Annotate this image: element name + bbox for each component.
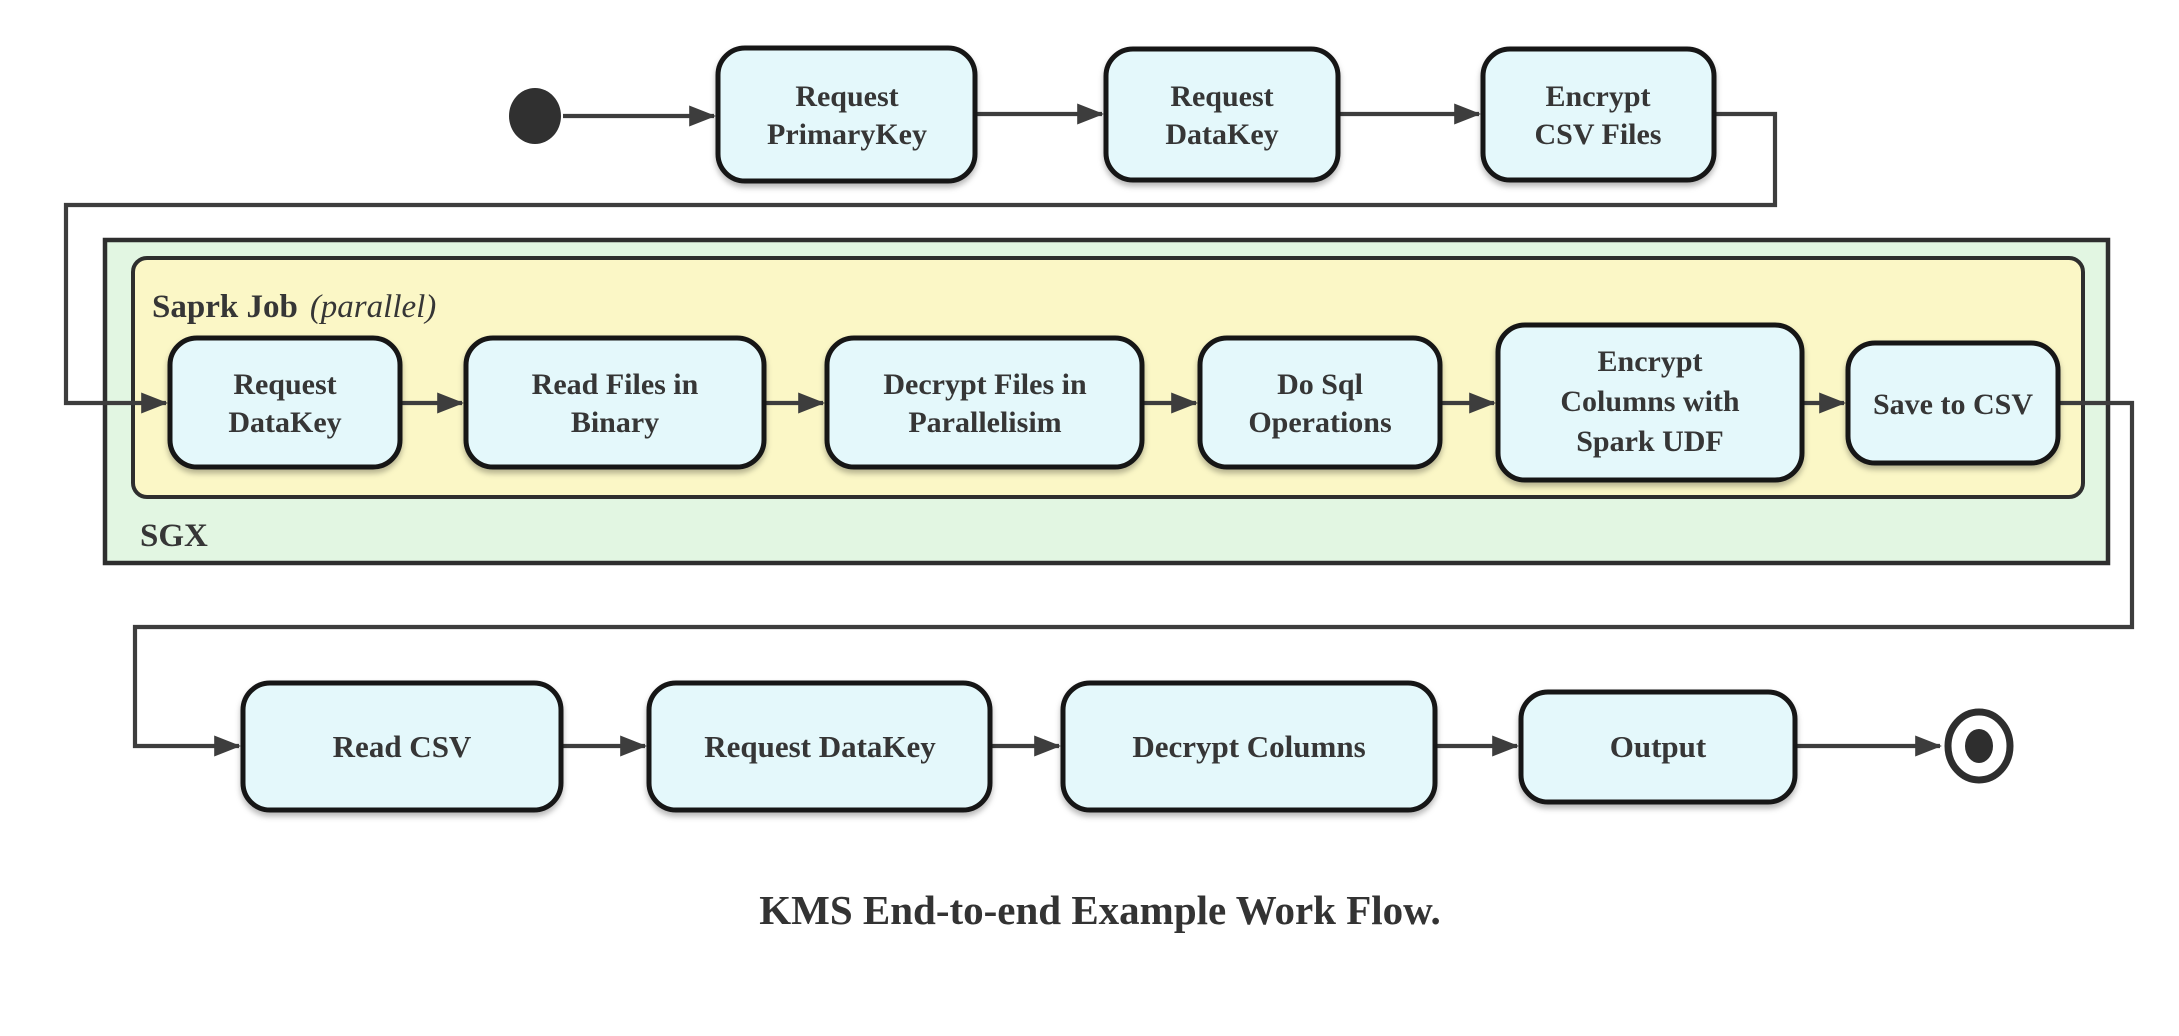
node-do-sql-operations-rect (1197, 335, 1443, 470)
node-save-to-csv: Save to CSV (1845, 340, 2061, 466)
node-encrypt-csv-files-line2: CSV Files (1535, 118, 1662, 151)
node-decrypt-columns-line1: Decrypt Columns (1132, 729, 1365, 764)
container-spark-job-title: Saprk Job (152, 289, 298, 325)
node-request-datakey-top-rect (1103, 46, 1341, 183)
node-request-datakey-sgx-line1: Request (233, 368, 336, 401)
container-spark-job-label: Saprk Job (parallel) (152, 289, 436, 325)
node-encrypt-csv-files-line1: Encrypt (1546, 80, 1651, 113)
start-state-icon (509, 88, 561, 144)
node-do-sql-operations-line2: Operations (1248, 406, 1391, 439)
node-read-files-in-binary: Read Files in Binary (463, 335, 767, 470)
node-output-line1: Output (1610, 729, 1707, 764)
node-encrypt-columns-with-spark-udf-line1: Encrypt (1598, 345, 1703, 378)
diagram-caption: KMS End-to-end Example Work Flow. (759, 887, 1441, 933)
node-encrypt-columns-with-spark-udf: Encrypt Columns with Spark UDF (1495, 322, 1805, 483)
node-decrypt-columns-rect (1060, 680, 1438, 813)
end-state-inner-dot (1965, 729, 1993, 763)
node-encrypt-columns-with-spark-udf-line3: Spark UDF (1576, 425, 1724, 458)
node-read-files-in-binary-rect (463, 335, 767, 470)
node-request-primarykey-rect (715, 45, 978, 184)
node-read-files-in-binary-line2: Binary (571, 406, 659, 439)
node-read-csv: Read CSV (240, 680, 564, 813)
node-decrypt-files-in-parallelisim-line1: Decrypt Files in (883, 368, 1087, 401)
node-request-datakey-client-rect (646, 680, 993, 813)
edge-encrypt-csv-to-sgx-request-datakey (63, 111, 1778, 414)
node-save-to-csv-line1: Save to CSV (1873, 388, 2033, 421)
node-read-csv-rect (240, 680, 564, 813)
node-decrypt-files-in-parallelisim-rect (824, 335, 1145, 470)
container-spark-job-qualifier: (parallel) (310, 289, 436, 325)
node-read-files-in-binary-line1: Read Files in (532, 368, 699, 401)
node-encrypt-csv-files: Encrypt CSV Files (1480, 46, 1717, 183)
node-do-sql-operations: Do Sql Operations (1197, 335, 1443, 470)
node-output: Output (1518, 689, 1798, 805)
node-do-sql-operations-line1: Do Sql (1277, 368, 1363, 401)
end-state-icon (1944, 708, 2014, 784)
node-encrypt-csv-files-rect (1480, 46, 1717, 183)
node-request-datakey-sgx-rect (167, 335, 403, 470)
node-request-datakey-top-line2: DataKey (1165, 118, 1278, 151)
node-request-primarykey: Request PrimaryKey (715, 45, 978, 184)
node-request-datakey-sgx-line2: DataKey (228, 406, 341, 439)
node-read-csv-line1: Read CSV (333, 729, 472, 764)
container-sgx-label: SGX (140, 518, 208, 554)
node-request-datakey-client: Request DataKey (646, 680, 993, 813)
node-encrypt-columns-with-spark-udf-rect (1495, 322, 1805, 483)
node-request-datakey-client-line1: Request DataKey (704, 729, 936, 764)
node-request-datakey-top: Request DataKey (1103, 46, 1341, 183)
node-decrypt-files-in-parallelisim: Decrypt Files in Parallelisim (824, 335, 1145, 470)
node-request-primarykey-line2: PrimaryKey (767, 118, 927, 151)
node-encrypt-columns-with-spark-udf-line2: Columns with (1560, 385, 1740, 418)
node-output-rect (1518, 689, 1798, 805)
node-request-datakey-top-line1: Request (1170, 80, 1273, 113)
edge-save-csv-to-read-csv (132, 400, 2135, 757)
node-request-datakey-sgx: Request DataKey (167, 335, 403, 470)
node-save-to-csv-rect (1845, 340, 2061, 466)
node-decrypt-files-in-parallelisim-line2: Parallelisim (908, 406, 1061, 439)
node-request-primarykey-line1: Request (795, 80, 898, 113)
node-decrypt-columns: Decrypt Columns (1060, 680, 1438, 813)
edges (63, 103, 2135, 757)
